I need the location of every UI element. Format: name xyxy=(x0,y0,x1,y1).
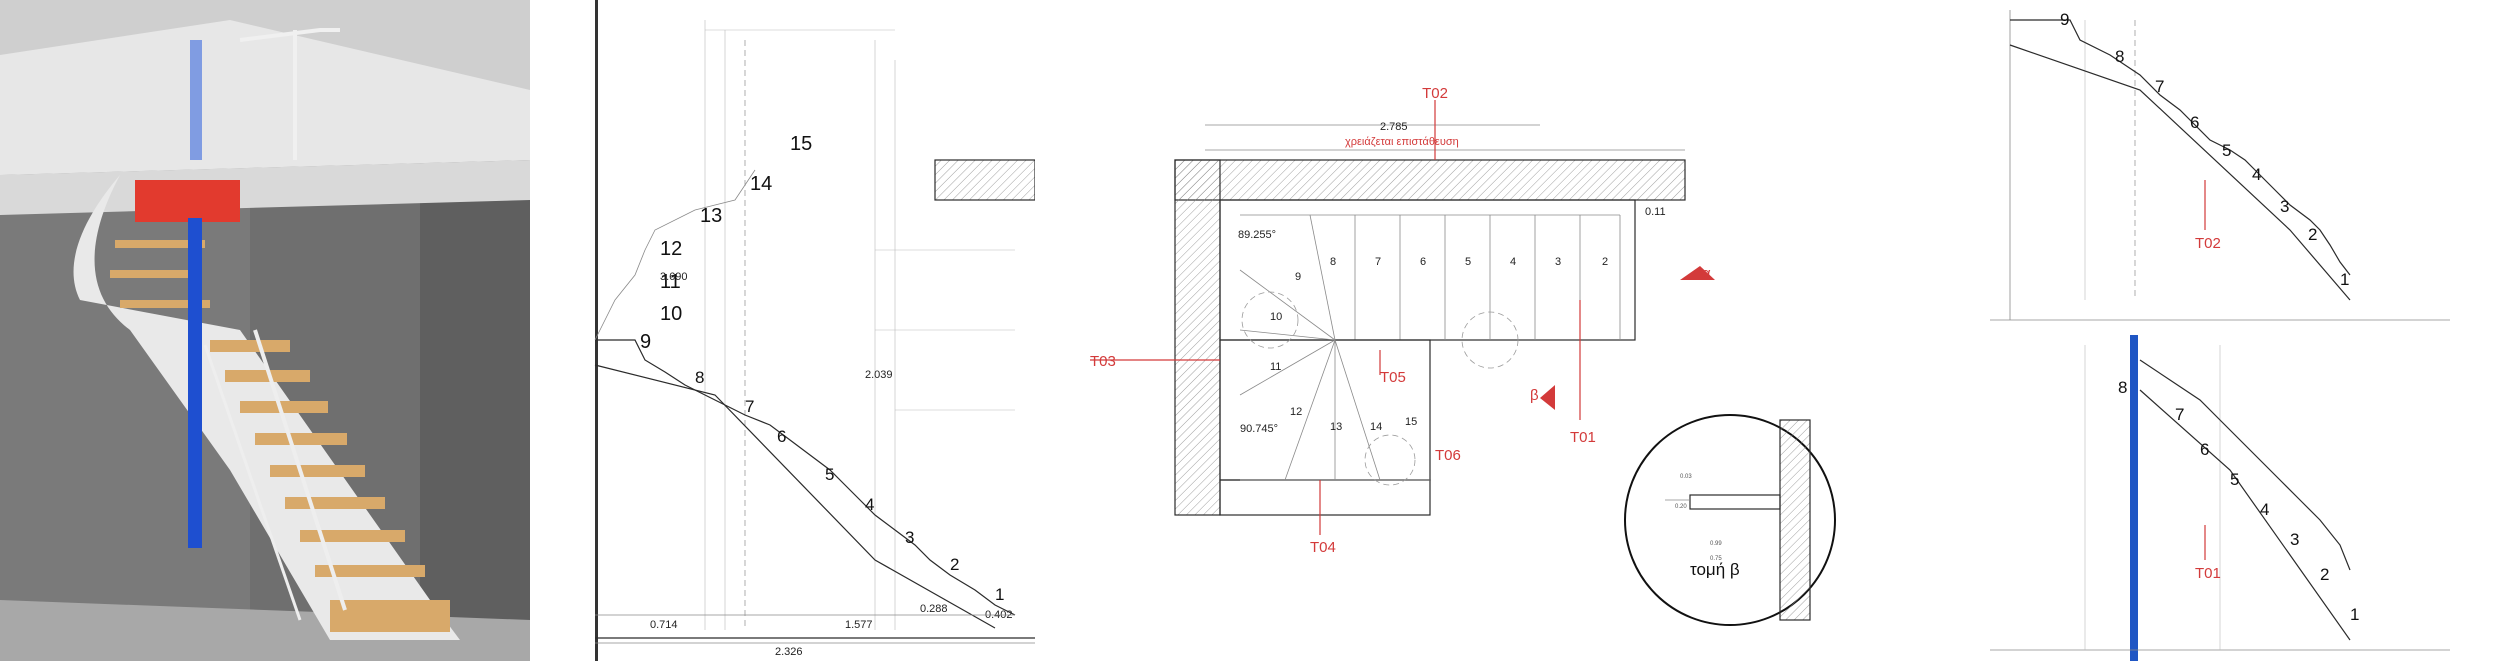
side-bottom-step-6: 6 xyxy=(2200,440,2209,459)
plan-step-10: 10 xyxy=(1270,311,1282,323)
elev-dim-2326: 2.326 xyxy=(775,646,803,658)
side-top-step-3: 3 xyxy=(2280,197,2289,216)
wall-line xyxy=(595,0,598,661)
plan-step-7: 7 xyxy=(1375,256,1381,268)
plan-step-3: 3 xyxy=(1555,256,1561,268)
plan-step-14: 14 xyxy=(1370,421,1382,433)
elev-step-8: 8 xyxy=(695,368,704,387)
plan-step-6: 6 xyxy=(1420,256,1426,268)
side-ref-T01: T01 xyxy=(2195,565,2221,582)
side-top-step-9: 9 xyxy=(2060,10,2069,29)
plan-step-4: 4 xyxy=(1510,256,1516,268)
side-bottom-step-8: 8 xyxy=(2118,378,2127,397)
elev-step-2: 2 xyxy=(950,555,959,574)
plan-section-dim-003: 0.03 xyxy=(1680,474,1692,480)
plan-step-13: 13 xyxy=(1330,421,1342,433)
side-blue-post xyxy=(2130,335,2138,661)
side-ref-T02: T02 xyxy=(2195,235,2221,252)
plan-section-title: τομή β xyxy=(1690,560,1740,579)
elev-step-5: 5 xyxy=(825,465,834,484)
plan-section-beta: β xyxy=(1530,387,1539,404)
side-bottom-step-5: 5 xyxy=(2230,470,2239,489)
plan-section-dim-099: 0.99 xyxy=(1710,541,1722,547)
side-top-step-6: 6 xyxy=(2190,113,2199,132)
plan-step-15: 15 xyxy=(1405,416,1417,428)
side-bottom-step-2: 2 xyxy=(2320,565,2329,584)
plan-step-12: 12 xyxy=(1290,406,1302,418)
plan-angle-1: 89.255° xyxy=(1238,229,1276,241)
plan-ref-T04: T04 xyxy=(1310,539,1336,556)
plan-angle-2: 90.745° xyxy=(1240,423,1278,435)
plan-section-dim-075: 0.75 xyxy=(1710,556,1722,562)
plan-section-dim-020: 0.20 xyxy=(1675,504,1687,510)
elev-dim-2039: 2.039 xyxy=(865,369,893,381)
side-bottom-step-3: 3 xyxy=(2290,530,2299,549)
plan-ref-T03: T03 xyxy=(1090,353,1116,370)
plan-ref-T01: T01 xyxy=(1570,429,1596,446)
stair-plan-drawing: 2.785 χρειάζεται επιστάθευση 0.11 2 3 4 … xyxy=(1090,0,1850,661)
elev-step-12: 12 xyxy=(660,238,682,260)
side-top-step-1: 1 xyxy=(2340,270,2349,289)
plan-step-9: 9 xyxy=(1295,271,1301,283)
side-top-step-2: 2 xyxy=(2308,225,2317,244)
elev-dim-3690: 3.690 xyxy=(660,271,688,283)
stair-elevation-drawing: 15 14 13 12 11 10 9 8 7 6 5 4 3 2 1 3.69… xyxy=(575,0,1035,661)
plan-top-note: χρειάζεται επιστάθευση xyxy=(1345,136,1459,148)
side-bottom-step-7: 7 xyxy=(2175,405,2184,424)
plan-step-2: 2 xyxy=(1602,256,1608,268)
elev-step-9: 9 xyxy=(640,331,651,353)
staircase-render xyxy=(0,0,530,661)
elev-step-6: 6 xyxy=(777,427,786,446)
plan-dim-2785: 2.785 xyxy=(1380,121,1408,133)
elev-step-3: 3 xyxy=(905,528,914,547)
plan-ref-T02: T02 xyxy=(1422,85,1448,102)
plan-step-5: 5 xyxy=(1465,256,1471,268)
plan-dim-011: 0.11 xyxy=(1645,206,1666,218)
side-top-step-4: 4 xyxy=(2252,165,2261,184)
side-top-step-8: 8 xyxy=(2115,47,2124,66)
elev-step-7: 7 xyxy=(745,397,754,416)
elev-dim-0288: 0.288 xyxy=(920,603,948,615)
elev-step-11: 11 xyxy=(660,271,681,293)
elev-step-10: 10 xyxy=(660,303,682,325)
plan-section-alpha: α xyxy=(1702,265,1711,282)
plan-step-8: 8 xyxy=(1330,256,1336,268)
plan-ref-T06: T06 xyxy=(1435,447,1461,464)
elev-step-15: 15 xyxy=(790,133,812,155)
side-bottom-step-1: 1 xyxy=(2350,605,2359,624)
elev-step-4: 4 xyxy=(865,495,874,514)
side-top-step-7: 7 xyxy=(2155,77,2164,96)
plan-ref-T05: T05 xyxy=(1380,369,1406,386)
plan-step-11: 11 xyxy=(1270,361,1281,373)
side-bottom-step-4: 4 xyxy=(2260,500,2269,519)
elev-dim-1577: 1.577 xyxy=(845,619,873,631)
elev-dim-0714: 0.714 xyxy=(650,619,678,631)
stair-side-elevations: 9 8 7 6 5 4 3 2 1 T02 8 7 6 5 4 3 2 1 T0… xyxy=(1990,0,2500,661)
elev-step-1: 1 xyxy=(995,585,1004,604)
elev-step-14: 14 xyxy=(750,173,772,195)
side-top-step-5: 5 xyxy=(2222,141,2231,160)
elev-step-13: 13 xyxy=(700,205,722,227)
